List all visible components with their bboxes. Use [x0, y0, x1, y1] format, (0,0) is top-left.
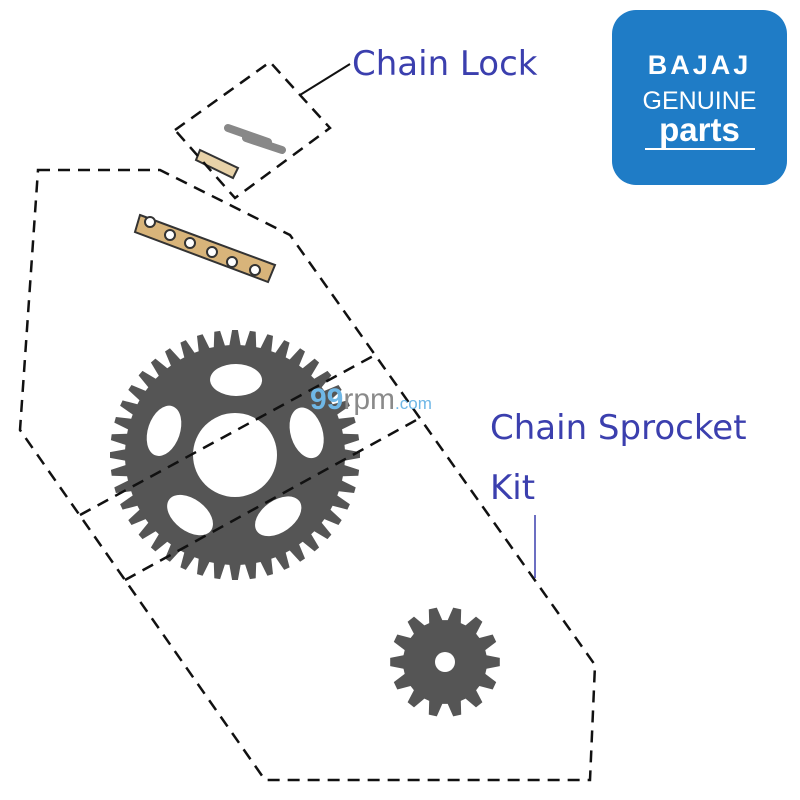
kit-outline [18, 168, 597, 782]
front-sprocket [390, 607, 500, 717]
bajaj-genuine-parts-logo: BAJAJ GENUINE parts [612, 10, 787, 185]
sprocket-hub-hole [435, 652, 455, 672]
chain-links [133, 213, 277, 284]
sprocket-hub-hole [193, 413, 277, 497]
dashed-outlines [18, 60, 597, 782]
sprocket-cutout [289, 407, 324, 459]
kit-label-line1: Chain Sprocket [490, 408, 747, 448]
chain-lock-outline [173, 60, 332, 200]
sprocket-cutout [146, 405, 182, 456]
chain-lock-parts [194, 124, 286, 180]
sprocket-cutout [167, 494, 213, 536]
sprocket-cutout [255, 496, 302, 537]
kit-label-line2: Kit [490, 468, 536, 508]
chain-lock-label: Chain Lock [352, 44, 538, 84]
sprocket-cutout [210, 364, 263, 397]
rear-sprocket [110, 330, 360, 580]
chain-lock-leader [299, 63, 351, 96]
watermark: 99rpm.com [310, 383, 432, 416]
